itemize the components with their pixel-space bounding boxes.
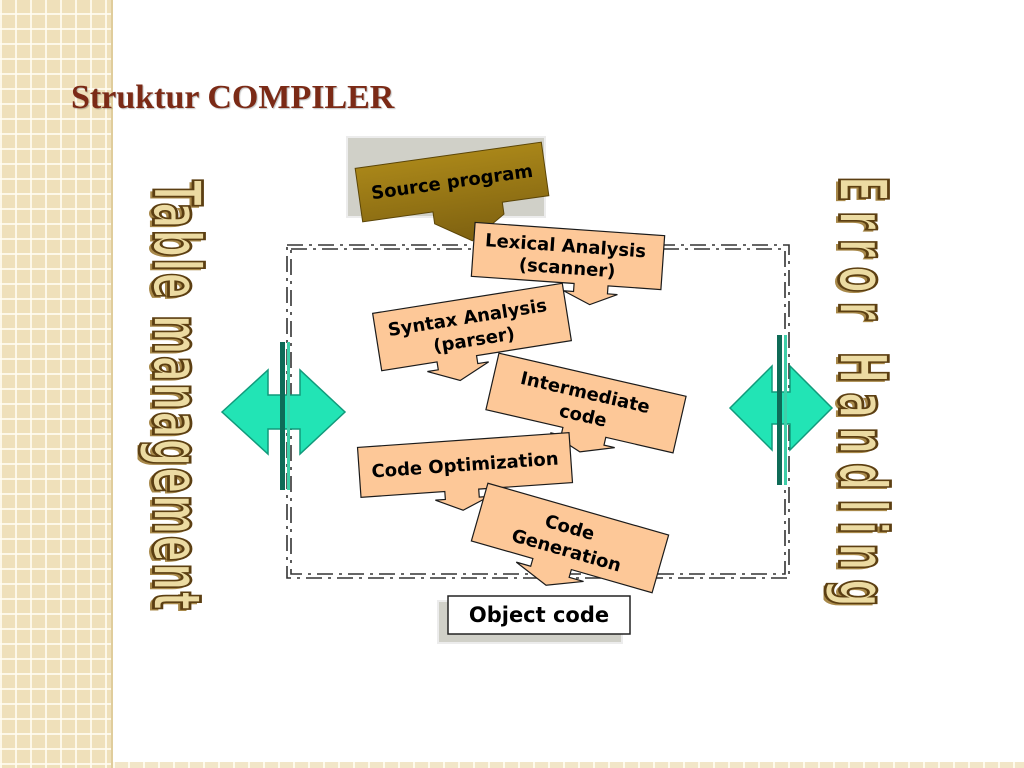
source-program-callout: Source program [354,141,550,242]
lexical-analysis-callout: Lexical Analysis (scanner) [470,221,666,306]
syntax-analysis-callout: Syntax Analysis (parser) [371,282,573,382]
checkered-side-strip [0,0,113,768]
object-code-label: Object code [469,603,609,627]
object-code-box: Object code [447,595,631,635]
code-generation-callout: Code Generation [470,482,670,594]
table-management-label: Table management [136,179,216,612]
table-management-double-arrow-icon [220,342,347,490]
code-optimization-callout: Code Optimization [356,432,574,511]
slide-title: Struktur COMPILER [71,79,395,116]
error-handling-label: Error Handling [822,175,902,616]
error-handling-double-arrow-icon [728,335,834,485]
checkered-bottom-strip [113,762,1024,768]
